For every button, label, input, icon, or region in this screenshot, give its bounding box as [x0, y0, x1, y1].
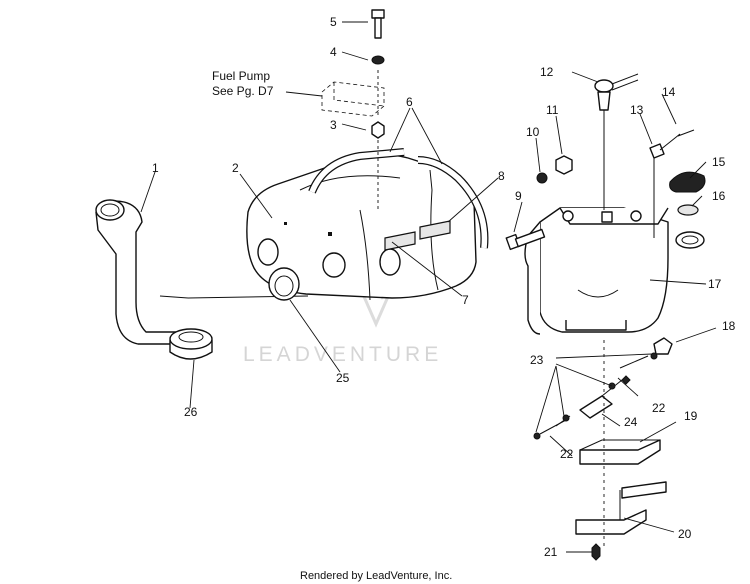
- watermark-text: LEADVENTURE: [243, 343, 442, 366]
- callout-2: 2: [232, 161, 239, 175]
- level-sender-part[interactable]: [594, 73, 639, 210]
- callout-17: 17: [708, 277, 722, 291]
- hex-nut-part[interactable]: [555, 155, 573, 175]
- callout-21: 21: [544, 545, 558, 559]
- callout-15: 15: [712, 155, 726, 169]
- bracket-screw-part[interactable]: [591, 543, 601, 561]
- fuel-pump-reference: [321, 81, 385, 117]
- fill-cap-part[interactable]: [669, 171, 706, 193]
- callout-22-lower: 22: [560, 447, 574, 461]
- lower-bracket-part[interactable]: [575, 481, 667, 535]
- callout-9: 9: [515, 189, 522, 203]
- lock-washer-part[interactable]: [536, 172, 548, 184]
- cap-gasket-part[interactable]: [677, 204, 699, 216]
- callout-5: 5: [330, 15, 337, 29]
- callout-26: 26: [184, 405, 198, 419]
- screw-part[interactable]: [371, 9, 385, 39]
- inline-filter-part[interactable]: [555, 375, 631, 427]
- callout-10: 10: [526, 125, 540, 139]
- filler-neck-tube[interactable]: [95, 199, 183, 345]
- callout-18: 18: [722, 319, 736, 333]
- fuel-pump-note-line2: See Pg. D7: [212, 84, 274, 98]
- callout-6: 6: [406, 95, 413, 109]
- vent-fitting-part[interactable]: [649, 129, 695, 238]
- leader-lines: [140, 21, 717, 553]
- callout-24: 24: [624, 415, 638, 429]
- washer-part[interactable]: [371, 55, 385, 65]
- fuel-pump-note-line1: Fuel Pump: [212, 69, 270, 83]
- callout-3: 3: [330, 118, 337, 132]
- callout-4: 4: [330, 45, 337, 59]
- callout-20: 20: [678, 527, 692, 541]
- callout-11: 11: [546, 103, 559, 117]
- nut-part[interactable]: [371, 121, 385, 139]
- callout-23: 23: [530, 353, 544, 367]
- fuel-tank-body[interactable]: [246, 153, 477, 301]
- oil-tank-body[interactable]: [524, 207, 705, 335]
- upper-bracket-part[interactable]: [579, 439, 661, 465]
- hose-22-lower[interactable]: [539, 419, 567, 435]
- callout-8: 8: [498, 169, 505, 183]
- callout-1: 1: [152, 161, 159, 175]
- footer-credit: Rendered by LeadVenture, Inc.: [300, 570, 452, 582]
- callout-14: 14: [662, 85, 676, 99]
- callout-25: 25: [336, 371, 350, 385]
- callout-19: 19: [684, 409, 698, 423]
- callout-22-upper: 22: [652, 401, 666, 415]
- bolt-part[interactable]: [505, 228, 546, 251]
- vent-hose[interactable]: [308, 148, 489, 249]
- hose-clamps[interactable]: [533, 352, 658, 440]
- hose-22-upper[interactable]: [619, 355, 649, 369]
- callout-13: 13: [630, 103, 644, 117]
- callout-7: 7: [462, 293, 469, 307]
- callout-16: 16: [712, 189, 726, 203]
- elbow-fitting-part[interactable]: [653, 337, 673, 355]
- grommet-part[interactable]: [169, 328, 213, 360]
- callout-12: 12: [540, 65, 554, 79]
